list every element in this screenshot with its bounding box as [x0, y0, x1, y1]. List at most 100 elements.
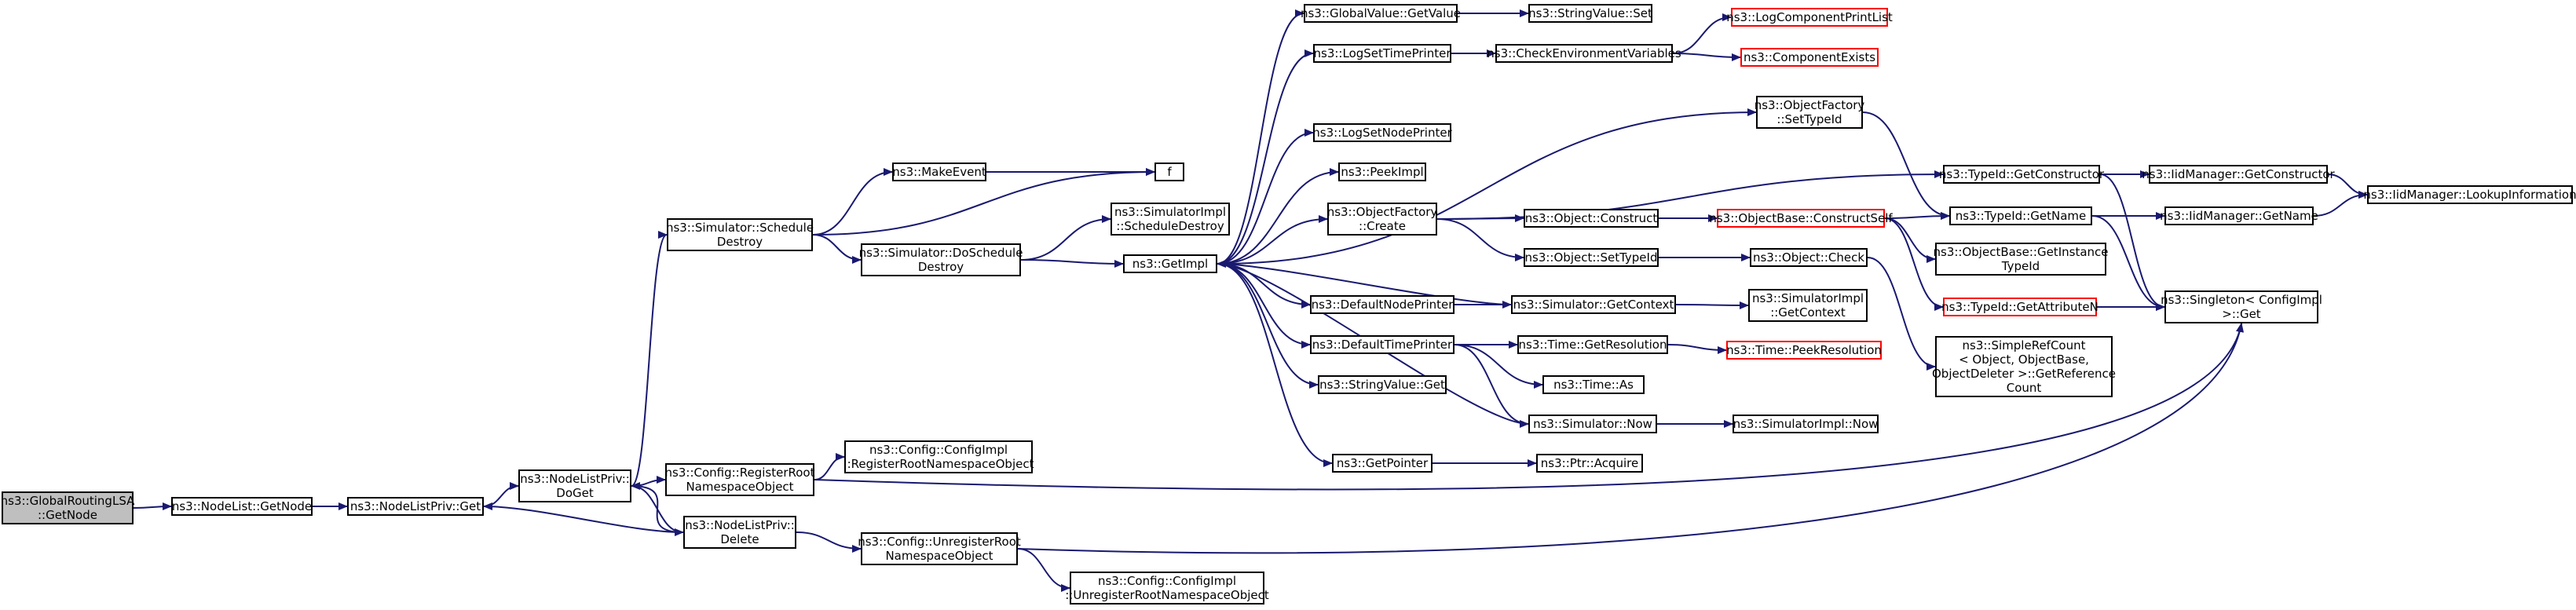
- node-stringvalue-set[interactable]: ns3::StringValue::Set: [1528, 4, 1652, 23]
- node-makeevent[interactable]: ns3::MakeEvent: [892, 163, 986, 181]
- node-objectfactory-create[interactable]: ns3::ObjectFactory::Create: [1327, 203, 1437, 236]
- node-label-line: ns3::ObjectBase::GetInstance: [1933, 245, 2109, 259]
- call-edge: [2313, 191, 2368, 217]
- node-nodelistpriv-doget[interactable]: ns3::NodeListPriv::DoGet: [518, 469, 631, 502]
- node-label-line: Delete: [720, 532, 759, 546]
- node-label-line: ::RegisterRootNamespaceObject: [843, 457, 1034, 471]
- node-nodelist-getnode[interactable]: ns3::NodeList::GetNode: [171, 497, 313, 516]
- call-edge: [631, 482, 684, 533]
- node-label-line: ns3::ObjectFactory: [1754, 98, 1865, 112]
- node-defaultnodeprinter[interactable]: ns3::DefaultNodePrinter: [1310, 295, 1454, 314]
- node-nodelistpriv-delete[interactable]: ns3::NodeListPriv::Delete: [683, 516, 796, 549]
- node-globalroutinglsa-getnode: ns3::GlobalRoutingLSA::GetNode: [1, 491, 134, 524]
- node-time-getresolution[interactable]: ns3::Time::GetResolution: [1517, 335, 1668, 354]
- call-edge: [631, 231, 668, 487]
- node-objectbase-constructself[interactable]: ns3::ObjectBase::ConstructSelf: [1709, 209, 1893, 228]
- call-edge: [1217, 263, 1333, 467]
- node-label-line: < Object, ObjectBase,: [1959, 352, 2089, 367]
- node-simplerefcount[interactable]: ns3::SimpleRefCount< Object, ObjectBase,…: [1932, 336, 2116, 397]
- node-label-line: ns3::GetPointer: [1336, 456, 1429, 470]
- call-edge: [814, 453, 845, 480]
- node-simulator-getcontext[interactable]: ns3::Simulator::GetContext: [1511, 295, 1676, 314]
- call-edge: [814, 323, 2244, 491]
- call-edge: [1217, 168, 1339, 265]
- call-edge: [1436, 214, 1524, 223]
- call-edge: [1884, 217, 1944, 311]
- node-label-line: ns3::TypeId::GetConstructor: [1938, 167, 2105, 181]
- node-label-line: ::GetNode: [38, 508, 97, 522]
- node-checkenvironmentvariables[interactable]: ns3::CheckEnvironmentVariables: [1487, 44, 1681, 63]
- call-edge: [1217, 263, 1319, 389]
- call-edge: [1217, 9, 1304, 265]
- node-label-line: ns3::NodeListPriv::Get: [349, 499, 481, 513]
- call-edge: [1884, 212, 1950, 221]
- node-simulatorimpl-scheduledestroy[interactable]: ns3::SimulatorImpl::ScheduleDestroy: [1111, 203, 1230, 236]
- node-label-line: ns3::NodeList::GetNode: [171, 499, 313, 513]
- call-edge: [1672, 13, 1732, 54]
- node-label-line: ns3::Config::UnregisterRoot: [858, 535, 1021, 549]
- node-label-line: ns3::NodeListPriv::: [685, 518, 795, 532]
- node-globalvalue-getvalue[interactable]: ns3::GlobalValue::GetValue: [1300, 4, 1462, 23]
- call-edge: [1217, 129, 1314, 265]
- node-logsettimeprinter[interactable]: ns3::LogSetTimePrinter: [1313, 44, 1451, 63]
- node-label-line: ns3::TypeId::GetName: [1955, 209, 2087, 223]
- node-label-line: ns3::Simulator::GetContext: [1513, 298, 1674, 312]
- node-time-peekresolution[interactable]: ns3::Time::PeekResolution: [1726, 341, 1882, 360]
- node-peekimpl[interactable]: ns3::PeekImpl: [1338, 163, 1426, 181]
- node-label-line: ns3::CheckEnvironmentVariables: [1487, 46, 1681, 60]
- node-singleton-get[interactable]: ns3::Singleton< ConfigImpl >::Get: [2161, 290, 2322, 323]
- node-label-line: ns3::GlobalValue::GetValue: [1300, 6, 1462, 20]
- node-stringvalue-get[interactable]: ns3::StringValue::Get: [1318, 375, 1447, 394]
- node-configimpl-registerroot[interactable]: ns3::Config::ConfigImpl::RegisterRootNam…: [843, 440, 1034, 473]
- node-label-line: TypeId: [2001, 259, 2040, 273]
- node-simulatorimpl-getcontext[interactable]: ns3::SimulatorImpl::GetContext: [1748, 289, 1868, 322]
- node-getpointer[interactable]: ns3::GetPointer: [1332, 454, 1433, 473]
- node-label-line: ns3::IidManager::GetName: [2160, 209, 2318, 223]
- node-componentexists[interactable]: ns3::ComponentExists: [1740, 48, 1879, 67]
- node-label-line: NamespaceObject: [885, 549, 993, 563]
- call-edge: [1017, 323, 2244, 554]
- node-label-line: ns3::Object::SetTypeId: [1524, 250, 1658, 265]
- node-label-line: ns3::StringValue::Set: [1528, 6, 1652, 20]
- node-time-as[interactable]: ns3::Time::As: [1542, 375, 1645, 394]
- call-edge: [1217, 108, 1757, 265]
- node-ptr-acquire[interactable]: ns3::Ptr::Acquire: [1536, 454, 1643, 473]
- node-nodelistpriv-get[interactable]: ns3::NodeListPriv::Get: [347, 497, 484, 516]
- node-simulator-now[interactable]: ns3::Simulator::Now: [1528, 415, 1657, 433]
- node-iidmanager-lookupinformation[interactable]: ns3::IidManager::LookupInformation: [2363, 185, 2576, 204]
- node-logsetnodeprinter[interactable]: ns3::LogSetNodePrinter: [1312, 123, 1452, 142]
- node-typeid-getname[interactable]: ns3::TypeId::GetName: [1949, 206, 2092, 225]
- node-label-line: ns3::ObjectFactory: [1326, 205, 1438, 219]
- call-edge: [796, 531, 862, 553]
- node-label-line: ns3::LogSetTimePrinter: [1313, 46, 1451, 60]
- node-defaulttimeprinter[interactable]: ns3::DefaultTimePrinter: [1310, 335, 1454, 354]
- node-simulatorimpl-now[interactable]: ns3::SimulatorImpl::Now: [1733, 415, 1879, 433]
- node-label-line: ns3::IidManager::GetConstructor: [2142, 167, 2335, 181]
- call-edge: [1020, 215, 1111, 261]
- call-edge: [2091, 215, 2165, 311]
- call-edge: [1217, 260, 1512, 305]
- node-logcomponentprintlist[interactable]: ns3::LogComponentPrintList: [1726, 8, 1893, 27]
- node-label-line: ns3::SimulatorImpl: [1114, 205, 1227, 219]
- node-object-settypeid[interactable]: ns3::Object::SetTypeId: [1524, 248, 1659, 267]
- node-object-construct[interactable]: ns3::Object::Construct: [1524, 209, 1659, 228]
- node-objectfactory-settypeid[interactable]: ns3::ObjectFactory::SetTypeId: [1754, 96, 1865, 129]
- node-typeid-getattributen[interactable]: ns3::TypeId::GetAttributeN: [1941, 298, 2098, 316]
- node-typeid-getconstructor[interactable]: ns3::TypeId::GetConstructor: [1939, 165, 2104, 184]
- node-object-check[interactable]: ns3::Object::Check: [1750, 248, 1868, 267]
- node-f[interactable]: f: [1154, 163, 1184, 181]
- node-label-line: ns3::Simulator::Now: [1533, 417, 1652, 431]
- node-label-line: ns3::Simulator::DoSchedule: [858, 246, 1023, 260]
- node-configimpl-unregisterroot[interactable]: ns3::Config::ConfigImpl::UnregisterRootN…: [1065, 572, 1269, 605]
- node-iidmanager-getconstructor[interactable]: ns3::IidManager::GetConstructor: [2142, 165, 2335, 184]
- node-iidmanager-getname[interactable]: ns3::IidManager::GetName: [2160, 206, 2318, 225]
- node-label-line: ::Create: [1359, 219, 1406, 233]
- node-label-line: ns3::ComponentExists: [1743, 50, 1876, 64]
- node-label-line: ns3::ObjectBase::ConstructSelf: [1709, 211, 1893, 225]
- node-getimpl[interactable]: ns3::GetImpl: [1123, 254, 1217, 273]
